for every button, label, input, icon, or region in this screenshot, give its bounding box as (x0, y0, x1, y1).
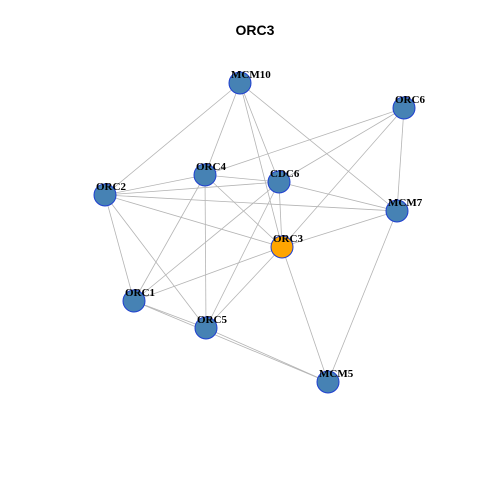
edge-orc4-orc5 (204, 174, 207, 329)
node-orc1[interactable]: ORC1 (122, 287, 155, 313)
edge-orc3-mcm5 (281, 246, 329, 383)
edge-orc2-orc1 (104, 194, 135, 302)
node-label-cdc6: CDC6 (270, 168, 300, 180)
node-orc3[interactable]: ORC3 (270, 233, 303, 259)
edge-mcm7-orc3 (281, 210, 398, 248)
edge-orc2-orc3 (104, 194, 283, 248)
node-circle-orc5[interactable] (194, 316, 218, 340)
node-circle-cdc6[interactable] (267, 170, 291, 194)
node-mcm7[interactable]: MCM7 (385, 197, 423, 223)
edge-orc6-orc3 (281, 107, 405, 248)
edge-mcm7-mcm5 (327, 210, 398, 383)
edge-cdc6-orc1 (133, 181, 280, 302)
edge-orc2-cdc6 (104, 181, 280, 196)
edge-cdc6-orc5 (205, 181, 280, 329)
node-label-orc4: ORC4 (196, 161, 226, 173)
edge-orc2-orc4 (104, 174, 206, 196)
node-orc5[interactable]: ORC5 (194, 314, 227, 340)
node-circle-orc1[interactable] (122, 289, 146, 313)
edge-cdc6-mcm7 (278, 181, 398, 212)
edge-orc6-orc4 (204, 107, 405, 176)
node-label-mcm7: MCM7 (388, 197, 423, 209)
node-label-orc2: ORC2 (96, 181, 126, 193)
edges-layer (104, 82, 405, 383)
node-label-mcm10: MCM10 (231, 69, 271, 81)
node-cdc6[interactable]: CDC6 (267, 168, 300, 194)
diagram-title: ORC3 (236, 22, 275, 38)
edge-mcm10-orc4 (204, 82, 241, 176)
node-label-orc6: ORC6 (395, 94, 425, 106)
edge-mcm10-cdc6 (239, 82, 280, 183)
node-orc2[interactable]: ORC2 (93, 181, 126, 207)
edge-mcm10-orc3 (239, 82, 283, 248)
edge-mcm10-mcm7 (239, 82, 398, 212)
edge-orc5-mcm5 (205, 327, 329, 383)
edge-orc4-orc1 (133, 174, 206, 302)
node-label-orc5: ORC5 (197, 314, 227, 326)
edge-orc1-mcm5 (133, 300, 329, 383)
edge-orc4-cdc6 (204, 174, 280, 183)
node-circle-orc4[interactable] (193, 163, 217, 187)
node-mcm10[interactable]: MCM10 (228, 69, 271, 95)
edge-orc1-orc5 (133, 300, 207, 329)
edge-orc2-orc5 (104, 194, 207, 329)
edge-orc3-orc5 (205, 246, 283, 329)
node-circle-mcm10[interactable] (228, 71, 252, 95)
nodes-layer: MCM10ORC6ORC4CDC6ORC2MCM7ORC3ORC1ORC5MCM… (93, 69, 425, 394)
node-orc6[interactable]: ORC6 (392, 94, 425, 120)
edge-mcm10-orc2 (104, 82, 241, 196)
node-label-mcm5: MCM5 (319, 368, 354, 380)
node-circle-mcm5[interactable] (316, 370, 340, 394)
node-orc4[interactable]: ORC4 (193, 161, 226, 187)
node-circle-orc6[interactable] (392, 96, 416, 120)
edge-orc6-mcm7 (396, 107, 405, 212)
node-label-orc3: ORC3 (273, 233, 303, 245)
node-label-orc1: ORC1 (125, 287, 155, 299)
node-circle-mcm7[interactable] (385, 199, 409, 223)
node-circle-orc3[interactable] (270, 235, 294, 259)
edge-orc2-mcm7 (104, 194, 398, 212)
node-mcm5[interactable]: MCM5 (316, 368, 354, 394)
edge-orc6-cdc6 (278, 107, 405, 183)
node-circle-orc2[interactable] (93, 183, 117, 207)
edge-orc3-orc1 (133, 246, 283, 302)
